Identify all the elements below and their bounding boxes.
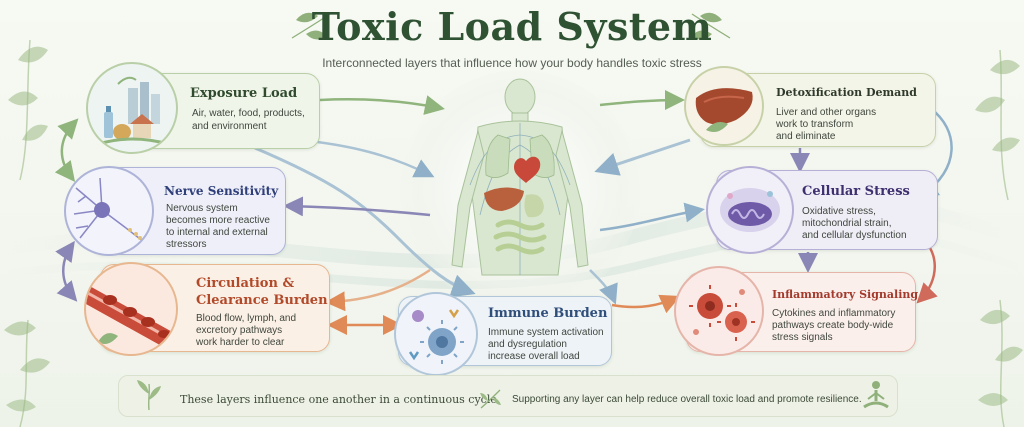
inflammatory-illustration (674, 266, 764, 356)
leaf-icon (137, 380, 161, 411)
cellular-body-3: and cellular dysfunction (802, 230, 907, 241)
circulation-body-2: excretory pathways (196, 325, 283, 336)
neuron-icon (73, 177, 145, 243)
immune-cell-icon (408, 309, 464, 364)
footer-support-text: Supporting any layer can help reduce ove… (512, 394, 862, 405)
exposure-load-title: Exposure Load (190, 86, 298, 101)
cellular-body-1: Oxidative stress, (802, 206, 876, 217)
exposure-load-body-1: Air, water, food, products, (192, 108, 305, 119)
blood-vessel-icon (86, 284, 176, 354)
cellular-illustration (706, 166, 794, 254)
circulation-body-1: Blood flow, lymph, and (196, 313, 297, 324)
circulation-title-1: Circulation & (196, 276, 295, 291)
footer-cycle-text: These layers influence one another in a … (180, 393, 501, 406)
detoxification-title: Detoxification Demand (776, 86, 917, 99)
cytokine-icon (689, 285, 755, 341)
exposure-load-body-2: and environment (192, 121, 267, 132)
human-body-figure (451, 78, 589, 276)
nerve-body-4: stressors (166, 239, 207, 250)
circulation-body-3: work harder to clear (196, 337, 285, 348)
mitochondria-icon (720, 188, 780, 232)
immune-burden-title: Immune Burden (488, 306, 608, 321)
circulation-illustration (84, 262, 178, 356)
page-title: Toxic Load System (311, 4, 713, 49)
circulation-title-2: Clearance Burden (196, 293, 328, 308)
city-icon (97, 76, 169, 146)
liver-icon (695, 88, 753, 132)
nerve-body-1: Nervous system (166, 203, 238, 214)
nerve-body-2: becomes more reactive (166, 215, 270, 226)
nerve-body-3: to internal and external (166, 227, 268, 238)
sprig-icon (480, 389, 501, 409)
footer-banner (118, 375, 898, 417)
detox-body-2: work to transform (776, 119, 854, 130)
inflammatory-body-2: pathways create body-wide (772, 320, 894, 331)
page-subtitle: Interconnected layers that influence how… (322, 56, 702, 70)
inflammatory-title: Inflammatory Signaling (772, 288, 919, 301)
cellular-body-2: mitochondrial strain, (802, 218, 892, 229)
detox-illustration (684, 66, 764, 146)
cellular-stress-title: Cellular Stress (802, 184, 910, 199)
nerve-sensitivity-title: Nerve Sensitivity (164, 184, 279, 198)
nerve-illustration (64, 166, 154, 256)
meditation-icon (863, 381, 889, 409)
inflammatory-body-1: Cytokines and inflammatory (772, 308, 896, 319)
inflammatory-body-3: stress signals (772, 332, 833, 343)
exposure-load-illustration (86, 62, 178, 154)
immune-illustration (394, 292, 478, 376)
immune-body-2: and dysregulation (488, 339, 567, 350)
immune-body-1: Immune system activation (488, 327, 604, 338)
immune-body-3: increase overall load (488, 351, 580, 362)
detox-body-3: and eliminate (776, 131, 836, 142)
detox-body-1: Liver and other organs (776, 107, 877, 118)
